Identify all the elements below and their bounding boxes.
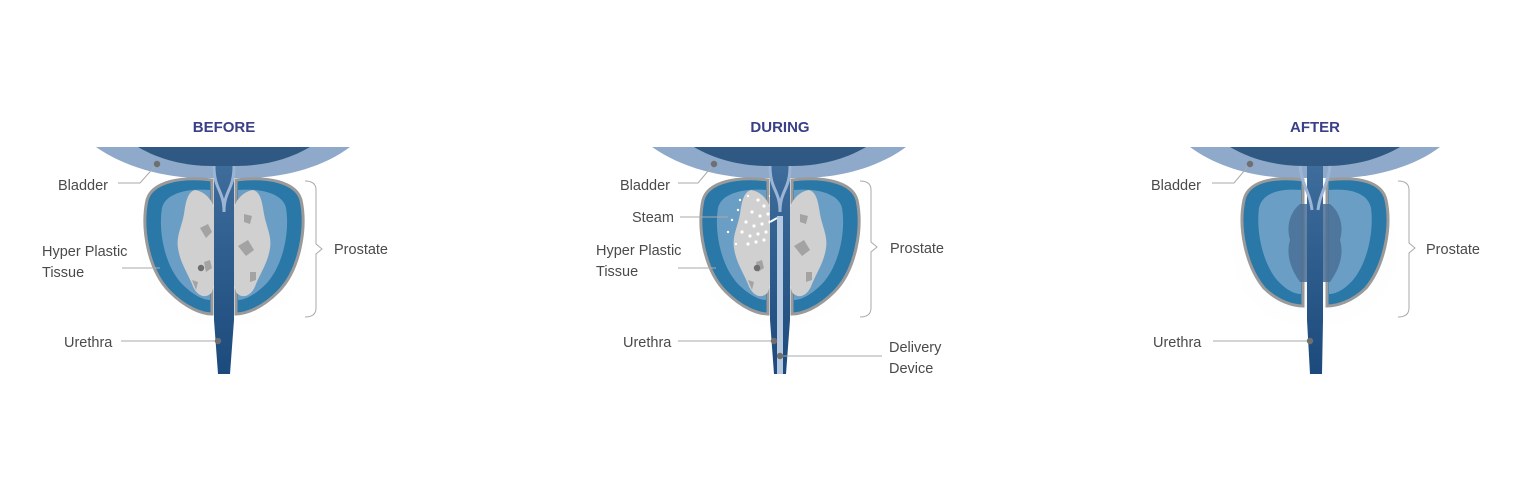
label-prostate: Prostate xyxy=(1426,242,1480,258)
tissue-spots-right xyxy=(794,214,812,282)
label-urethra: Urethra xyxy=(623,335,672,351)
urethra-opening xyxy=(1298,165,1332,211)
label-tissue-line2: Tissue xyxy=(42,265,84,281)
panel-title: AFTER xyxy=(1290,119,1340,136)
anatomy-during xyxy=(652,147,906,374)
urethra xyxy=(214,166,234,374)
tissue-spots-left xyxy=(192,224,212,290)
marker-dots xyxy=(1246,160,1314,345)
label-prostate: Prostate xyxy=(890,241,944,257)
leader-lines xyxy=(118,163,323,342)
bladder-lumen xyxy=(1230,147,1400,166)
panel-title: DURING xyxy=(750,119,809,136)
urethra-opening xyxy=(768,165,792,213)
leader-lines xyxy=(1212,163,1416,342)
urethra-opening xyxy=(212,165,236,213)
urethra xyxy=(1307,166,1323,374)
hyperplastic-tissue-left xyxy=(733,190,775,297)
labels-before: Bladder Hyper Plastic Tissue Prostate Ur… xyxy=(42,178,388,351)
label-urethra: Urethra xyxy=(64,335,113,351)
label-bladder: Bladder xyxy=(620,178,670,194)
bladder-lumen xyxy=(138,147,310,166)
needle-tip xyxy=(769,217,778,223)
prostate-inner-left xyxy=(1258,189,1301,294)
label-bladder: Bladder xyxy=(58,178,108,194)
panel-during: DURING xyxy=(596,119,944,377)
label-steam: Steam xyxy=(632,210,674,226)
panel-before: BEFORE xyxy=(42,119,388,374)
labels-during: Bladder Steam Hyper Plastic Tissue Prost… xyxy=(596,178,944,377)
label-tissue-line2: Tissue xyxy=(596,264,638,280)
tissue-spots-right xyxy=(238,214,256,282)
label-urethra: Urethra xyxy=(1153,335,1202,351)
label-prostate: Prostate xyxy=(334,242,388,258)
prostate-inner-right xyxy=(1329,189,1372,294)
label-device-line2: Device xyxy=(889,361,933,377)
labels-after: Bladder Prostate Urethra xyxy=(1151,178,1480,351)
label-bladder: Bladder xyxy=(1151,178,1201,194)
label-device-line1: Delivery xyxy=(889,340,942,356)
bladder-lumen xyxy=(694,147,866,166)
panel-after: AFTER Bladder Prostate Urethra xyxy=(1151,119,1480,374)
anatomy-after xyxy=(1190,147,1440,374)
panel-title: BEFORE xyxy=(193,119,256,136)
anatomy-before xyxy=(96,147,350,374)
marker-dots xyxy=(153,160,222,345)
leader-lines xyxy=(678,163,882,357)
label-tissue-line1: Hyper Plastic xyxy=(596,243,681,259)
delivery-device xyxy=(777,216,783,374)
marker-dots xyxy=(710,160,784,360)
label-tissue-line1: Hyper Plastic xyxy=(42,244,127,260)
